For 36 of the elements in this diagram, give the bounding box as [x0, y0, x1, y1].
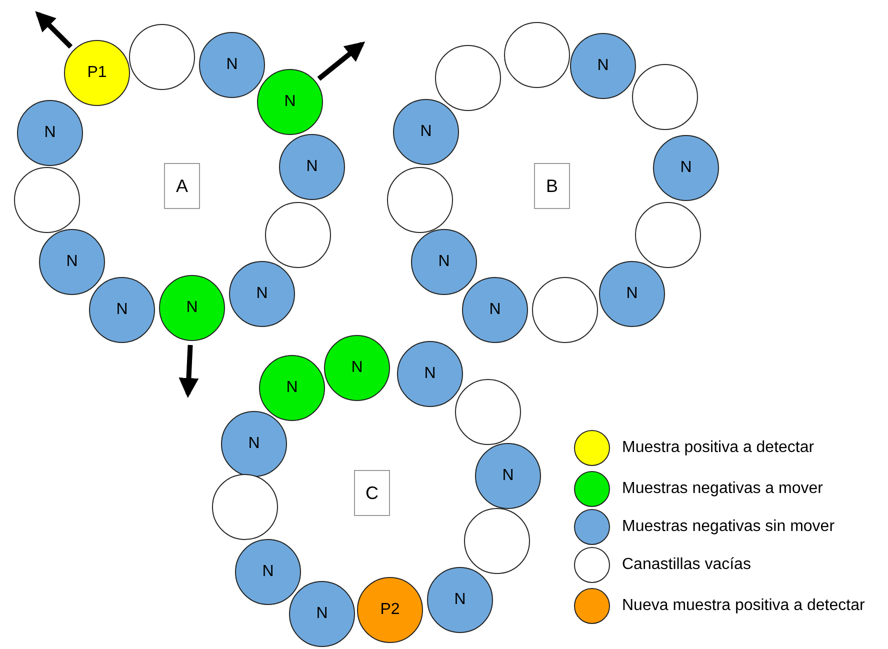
negative-sample-circle: N — [653, 135, 719, 201]
negative-sample-circle: N — [397, 341, 463, 407]
negative-sample-circle: N — [199, 32, 265, 98]
negative-sample-circle: N — [427, 567, 493, 633]
negative-sample-circle: N — [393, 99, 459, 165]
negative-sample-circle: N — [229, 261, 295, 327]
negative-sample-circle: N — [17, 100, 83, 166]
new-positive-sample-circle: P2 — [357, 577, 423, 643]
negative-sample-circle: N — [289, 581, 355, 647]
negative-sample-circle: N — [599, 261, 665, 327]
ring-label: C — [354, 470, 390, 516]
negative-sample-circle: N — [39, 229, 105, 295]
legend-text: Muestras negativas sin mover — [622, 517, 836, 537]
movable-sample-circle: N — [257, 69, 323, 135]
movable-sample-circle: N — [259, 355, 325, 421]
negative-sample-circle: N — [411, 229, 477, 295]
positive-sample-circle: P1 — [64, 40, 130, 106]
arrow — [178, 344, 199, 398]
arrow — [317, 42, 366, 81]
legend-text: Canastillas vacías — [622, 555, 752, 575]
legend-text: Muestra positiva a detectar — [622, 438, 816, 458]
arrow — [35, 11, 73, 49]
negative-sample-circle: N — [279, 134, 345, 200]
empty-basket-circle — [435, 45, 501, 111]
negative-sample-circle: N — [475, 443, 541, 509]
movable-sample-circle: N — [159, 275, 225, 341]
ring-label: A — [164, 163, 200, 209]
negative-sample-circle: N — [462, 277, 528, 343]
negative-sample-circle: N — [89, 277, 155, 343]
negative-sample-circle: N — [221, 411, 287, 477]
movable-sample-circle: N — [324, 335, 390, 401]
negative-sample-circle: N — [235, 539, 301, 605]
ring-label: B — [534, 163, 570, 209]
negative-sample-circle: N — [570, 33, 636, 99]
legend-text: Nueva muestra positiva a detectar — [622, 596, 866, 616]
legend-text: Muestras negativas a mover — [622, 479, 824, 499]
